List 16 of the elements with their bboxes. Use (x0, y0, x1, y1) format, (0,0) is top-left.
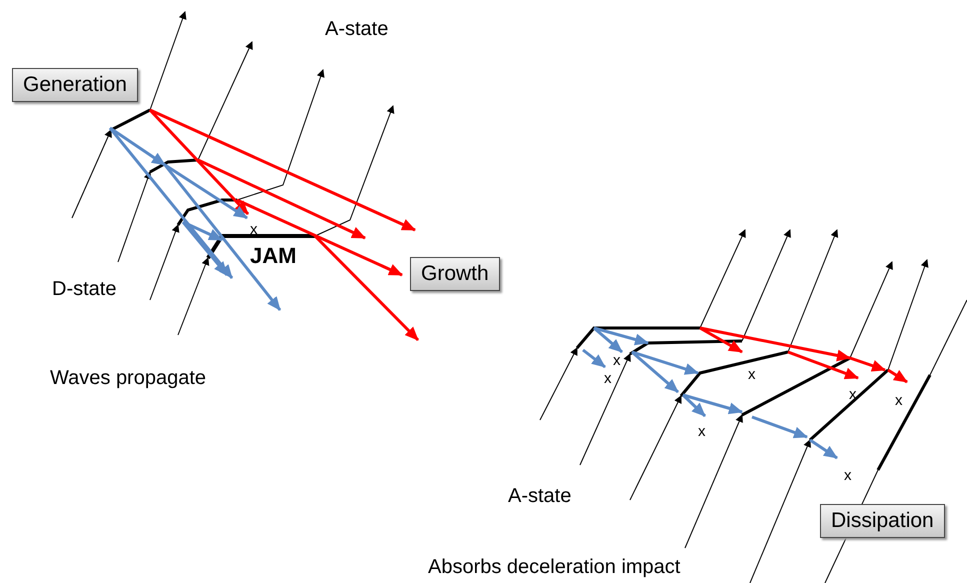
cross-mark: x (895, 392, 902, 409)
state-label: A-state (508, 485, 572, 508)
stage-label-box: Growth (410, 257, 500, 291)
cross-mark: x (844, 467, 852, 484)
cross-mark: x (698, 423, 706, 440)
stage-label-box: Generation (12, 68, 138, 102)
cross-mark: x (250, 221, 258, 238)
state-label: A-state (325, 18, 388, 41)
cross-mark: x (613, 352, 620, 369)
caption-text: Waves propagate (50, 367, 206, 390)
cross-mark: x (748, 366, 756, 383)
state-label: D-state (52, 278, 116, 301)
stage-label-box: Dissipation (820, 504, 945, 538)
caption-text: Absorbs deceleration impact (428, 556, 680, 579)
cross-mark: x (604, 370, 612, 387)
jam-label: JAM (250, 243, 296, 269)
